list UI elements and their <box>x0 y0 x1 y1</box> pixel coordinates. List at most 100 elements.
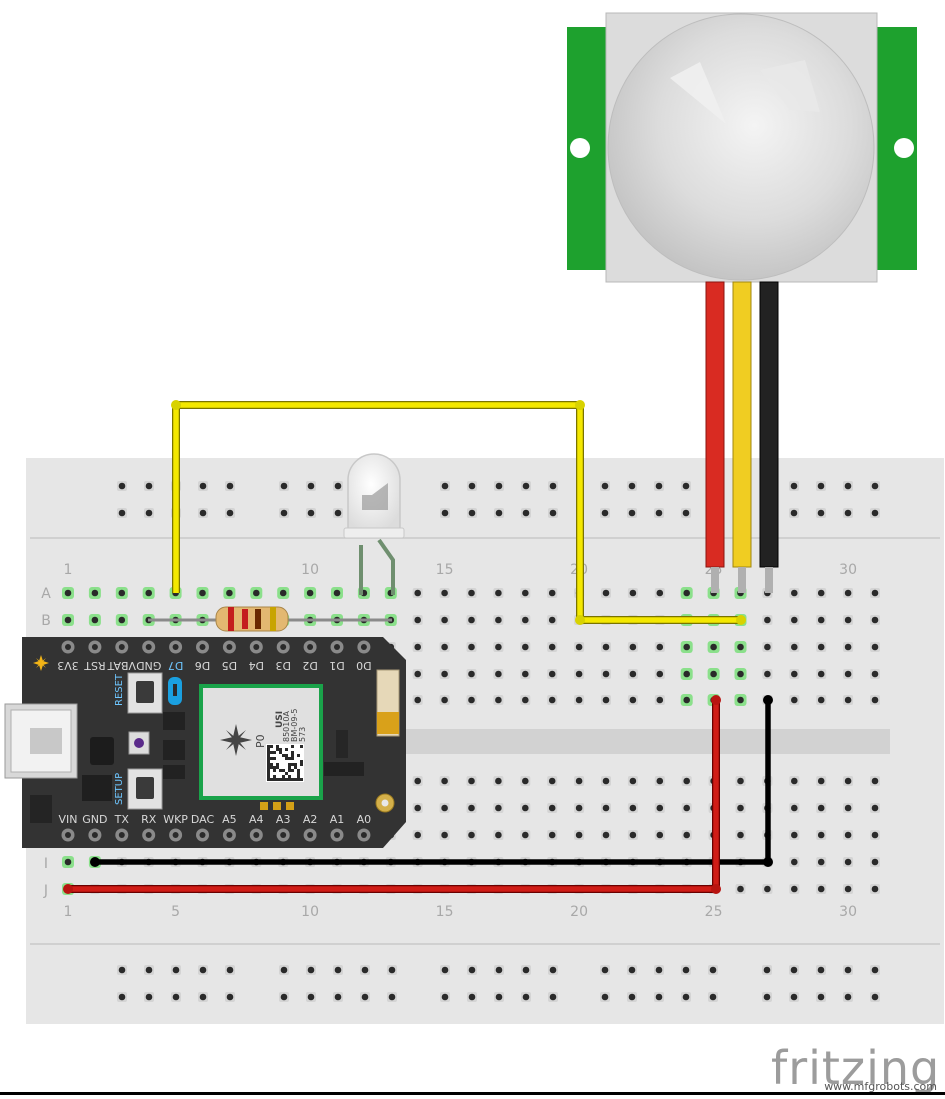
header-pin <box>276 828 290 842</box>
rail-hole <box>627 992 637 1002</box>
rail-hole <box>548 481 558 491</box>
breadboard-hole <box>547 588 558 598</box>
regulator-chip <box>82 775 112 801</box>
column-number: 15 <box>436 904 454 920</box>
breadboard-hole <box>654 695 665 705</box>
breadboard-hole <box>762 884 773 894</box>
pir-pin-1 <box>711 567 719 593</box>
pin-label-gnd: GND <box>136 659 161 672</box>
breadboard-hole <box>735 776 746 786</box>
header-pin <box>169 640 183 654</box>
breadboard-hole <box>735 884 746 894</box>
breadboard-hole <box>439 776 450 786</box>
breadboard-hole <box>735 830 746 840</box>
breadboard-hole <box>654 776 665 786</box>
pin-label-d2: D2 <box>302 659 317 672</box>
pin-label-vin: VIN <box>59 813 78 826</box>
rail-hole <box>789 992 799 1002</box>
pir-yellow-lead <box>732 281 752 568</box>
pir-dome-highlight <box>670 62 726 124</box>
module-line-1: 85010A <box>282 711 291 742</box>
rail-hole <box>225 965 235 975</box>
breadboard-hole <box>843 642 854 652</box>
black-ground-wire <box>90 695 773 867</box>
breadboard-hole <box>547 695 558 705</box>
breadboard-hole <box>789 857 800 867</box>
breadboard-hole <box>88 614 101 626</box>
header-pin <box>276 640 290 654</box>
rail-hole <box>708 992 718 1002</box>
breadboard-hole <box>734 668 747 680</box>
pin-label-d4: D4 <box>249 659 264 672</box>
rail-hole <box>360 992 370 1002</box>
breadboard-hole <box>681 776 692 786</box>
breadboard-hole <box>843 776 854 786</box>
breadboard-hole <box>870 857 880 867</box>
column-number: 20 <box>570 904 588 920</box>
pin-label-d5: D5 <box>222 659 237 672</box>
breadboard-hole <box>681 830 692 840</box>
breadboard-hole <box>681 803 692 813</box>
breadboard-hole <box>62 614 74 626</box>
breadboard-hole <box>627 642 638 652</box>
breadboard-hole <box>574 642 585 652</box>
center-channel <box>400 729 890 754</box>
component <box>336 730 348 758</box>
breadboard-hole <box>196 587 209 599</box>
header-pin <box>357 828 371 842</box>
rail-hole <box>843 481 853 491</box>
breadboard-hole <box>680 694 693 706</box>
module-brand: USI <box>275 711 285 728</box>
column-number: 10 <box>301 562 319 578</box>
rail-hole <box>600 992 610 1002</box>
resistor-body <box>215 606 289 632</box>
pin-label-3v3: 3V3 <box>57 659 79 672</box>
breadboard-hole <box>601 588 611 598</box>
breadboard-hole <box>680 587 693 599</box>
rail-hole <box>600 508 610 518</box>
breadboard-hole <box>547 615 558 625</box>
rail-hole <box>198 992 208 1002</box>
breadboard-hole <box>88 587 101 599</box>
module-line-3: 573 <box>298 727 307 742</box>
pin-label-a2: A2 <box>303 813 318 826</box>
pin-label-a0: A0 <box>357 813 372 826</box>
rail-hole <box>387 992 397 1002</box>
pin-label-tx: TX <box>114 813 130 826</box>
rail-hole <box>762 992 772 1002</box>
rail-hole <box>870 508 880 518</box>
breadboard-hole <box>466 830 477 840</box>
header-pin <box>142 828 156 842</box>
rail-hole <box>600 481 610 491</box>
rail-hole <box>708 965 718 975</box>
breadboard-hole <box>439 669 450 679</box>
rail-hole <box>627 508 637 518</box>
header-pin <box>330 640 344 654</box>
breadboard-hole <box>115 614 128 626</box>
breadboard-hole <box>789 642 800 652</box>
led-body <box>347 453 401 531</box>
breadboard-hole <box>762 642 773 652</box>
capacitor <box>30 795 52 823</box>
rail-hole <box>144 481 154 491</box>
rail-hole <box>467 481 477 491</box>
breadboard-hole <box>439 803 450 813</box>
breadboard-hole <box>816 830 827 840</box>
rail-hole <box>144 508 154 518</box>
pir-black-lead <box>759 281 779 568</box>
breadboard-hole <box>493 588 504 598</box>
breadboard-hole <box>574 669 585 679</box>
breadboard-hole <box>412 776 423 786</box>
breadboard-hole <box>680 641 693 653</box>
rail-hole <box>548 508 558 518</box>
header-pin <box>61 640 75 654</box>
particle-logo-icon <box>33 655 49 671</box>
breadboard-hole <box>789 830 800 840</box>
rail-hole <box>870 965 880 975</box>
column-number: 10 <box>301 904 319 920</box>
breadboard-hole <box>627 588 638 598</box>
pir-motion-sensor <box>567 12 917 593</box>
rail-hole <box>279 508 289 518</box>
header-pin <box>249 640 263 654</box>
